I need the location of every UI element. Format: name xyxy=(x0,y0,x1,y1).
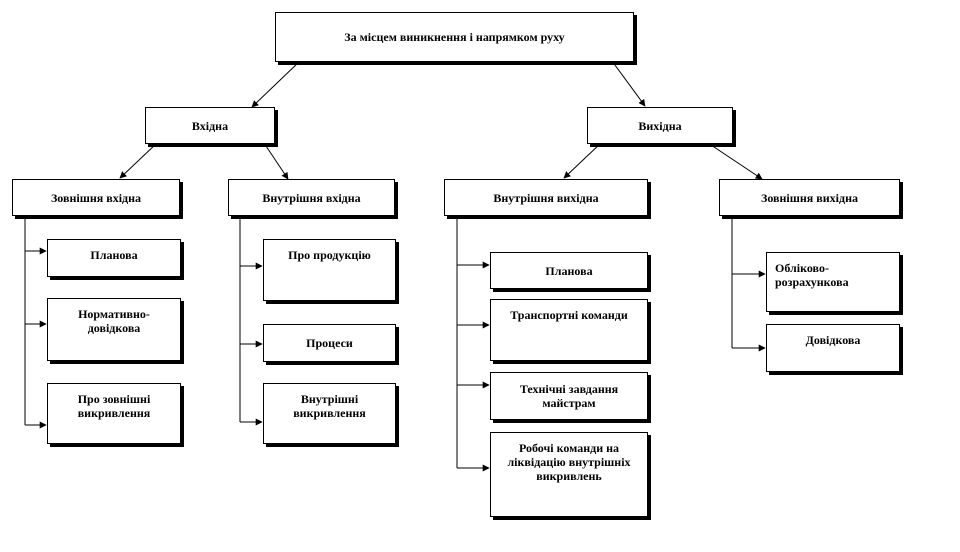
leaf-label: Нормативно-довідкова xyxy=(78,307,150,335)
arrow-incoming-to-internal xyxy=(263,142,289,180)
external-incoming-label: Зовнішня вхідна xyxy=(50,190,142,205)
leaf-label: Технічні завдання майстрам xyxy=(519,382,619,410)
leaf-label: Планова xyxy=(545,263,593,278)
root-node: За місцем виникнення і напрямком руху xyxy=(275,12,634,62)
internal-outgoing-label: Внутрішня вихідна xyxy=(493,190,599,205)
leaf-internal-outgoing-work-commands: Робочі команди на ліквідацію внутрішніх … xyxy=(490,432,648,517)
external-outgoing-label: Зовнішня вихідна xyxy=(760,190,858,205)
leaf-label: Обліково-розрахункова xyxy=(775,261,849,289)
external-incoming-node: Зовнішня вхідна xyxy=(12,179,180,216)
arrow-root-to-incoming xyxy=(251,60,301,108)
leaf-external-incoming-planned: Планова xyxy=(47,239,181,277)
arrow-root-to-outgoing xyxy=(611,60,646,107)
arrow-outgoing-to-external xyxy=(707,142,763,180)
leaf-external-incoming-distortions: Про зовнішні викривлення xyxy=(47,383,181,444)
leaf-label: Довідкова xyxy=(805,333,861,347)
leaf-label: Внутрішні викривлення xyxy=(293,392,366,420)
incoming-label: Вхідна xyxy=(191,118,229,133)
root-label: За місцем виникнення і напрямком руху xyxy=(344,30,565,44)
leaf-internal-incoming-distortions: Внутрішні викривлення xyxy=(263,383,396,444)
leaf-label: Процеси xyxy=(306,336,353,350)
leaf-external-outgoing-reference: Довідкова xyxy=(766,324,900,372)
leaf-label: Про зовнішні викривлення xyxy=(77,392,151,420)
leaf-internal-outgoing-tasks: Технічні завдання майстрам xyxy=(490,372,648,420)
leaf-label: Робочі команди на ліквідацію внутрішніх … xyxy=(507,441,631,483)
leaf-internal-incoming-processes: Процеси xyxy=(263,324,396,362)
outgoing-node: Вихідна xyxy=(587,107,733,144)
leaf-label: Транспортні команди xyxy=(510,308,628,322)
leaf-internal-outgoing-transport: Транспортні команди xyxy=(490,299,648,361)
leaf-label: Планова xyxy=(90,248,138,262)
arrow-outgoing-to-internal xyxy=(563,142,602,179)
internal-incoming-node: Внутрішня вхідна xyxy=(228,179,395,216)
external-outgoing-node: Зовнішня вихідна xyxy=(719,179,900,216)
internal-outgoing-node: Внутрішня вихідна xyxy=(444,179,648,216)
leaf-label: Про продукцію xyxy=(288,248,371,262)
leaf-internal-incoming-products: Про продукцію xyxy=(263,239,396,301)
internal-incoming-label: Внутрішня вхідна xyxy=(262,190,361,205)
outgoing-label: Вихідна xyxy=(638,118,682,133)
leaf-external-outgoing-accounting: Обліково-розрахункова xyxy=(766,252,900,312)
leaf-external-incoming-normative: Нормативно-довідкова xyxy=(47,298,181,361)
arrow-incoming-to-external xyxy=(119,142,158,179)
incoming-node: Вхідна xyxy=(145,107,275,144)
leaf-internal-outgoing-planned: Планова xyxy=(490,252,648,289)
